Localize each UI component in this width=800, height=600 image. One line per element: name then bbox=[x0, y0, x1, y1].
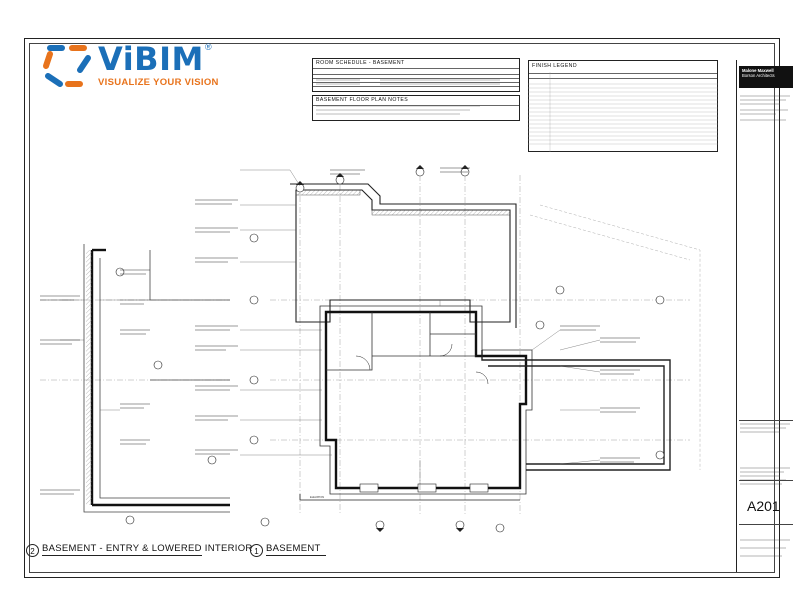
view-title: BASEMENT bbox=[266, 543, 321, 554]
vibim-mark-icon bbox=[43, 45, 91, 87]
registered-mark: ® bbox=[205, 42, 212, 52]
logo-tagline: VISUALIZE YOUR VISION bbox=[98, 77, 219, 88]
title-block: Malone Maxwell Borson Architects A201 bbox=[736, 60, 795, 572]
floor-plan-notes: BASEMENT FLOOR PLAN NOTES bbox=[312, 95, 520, 121]
logo-wordmark: ViBIM bbox=[98, 40, 204, 78]
view-title-underline bbox=[266, 555, 326, 556]
room-schedule-title: ROOM SCHEDULE - BASEMENT bbox=[316, 60, 405, 66]
view-title: BASEMENT - ENTRY & LOWERED INTERIOR bbox=[42, 543, 253, 554]
finish-legend-table: FINISH LEGEND bbox=[528, 60, 718, 152]
firm-logo-block: Malone Maxwell Borson Architects bbox=[739, 66, 793, 88]
view-number-bubble: 2 bbox=[26, 544, 39, 557]
finish-legend-title: FINISH LEGEND bbox=[532, 63, 577, 69]
sheet-border bbox=[29, 43, 775, 573]
view-title-underline bbox=[42, 555, 202, 556]
view-number-bubble: 1 bbox=[250, 544, 263, 557]
elevation-tag: ELEVATION bbox=[310, 495, 324, 499]
room-schedule-table: ROOM SCHEDULE - BASEMENT bbox=[312, 58, 520, 92]
vibim-logo: ViBIM ® VISUALIZE YOUR VISION bbox=[40, 40, 220, 92]
notes-title: BASEMENT FLOOR PLAN NOTES bbox=[316, 97, 409, 103]
sheet-number: A201 bbox=[747, 498, 780, 514]
